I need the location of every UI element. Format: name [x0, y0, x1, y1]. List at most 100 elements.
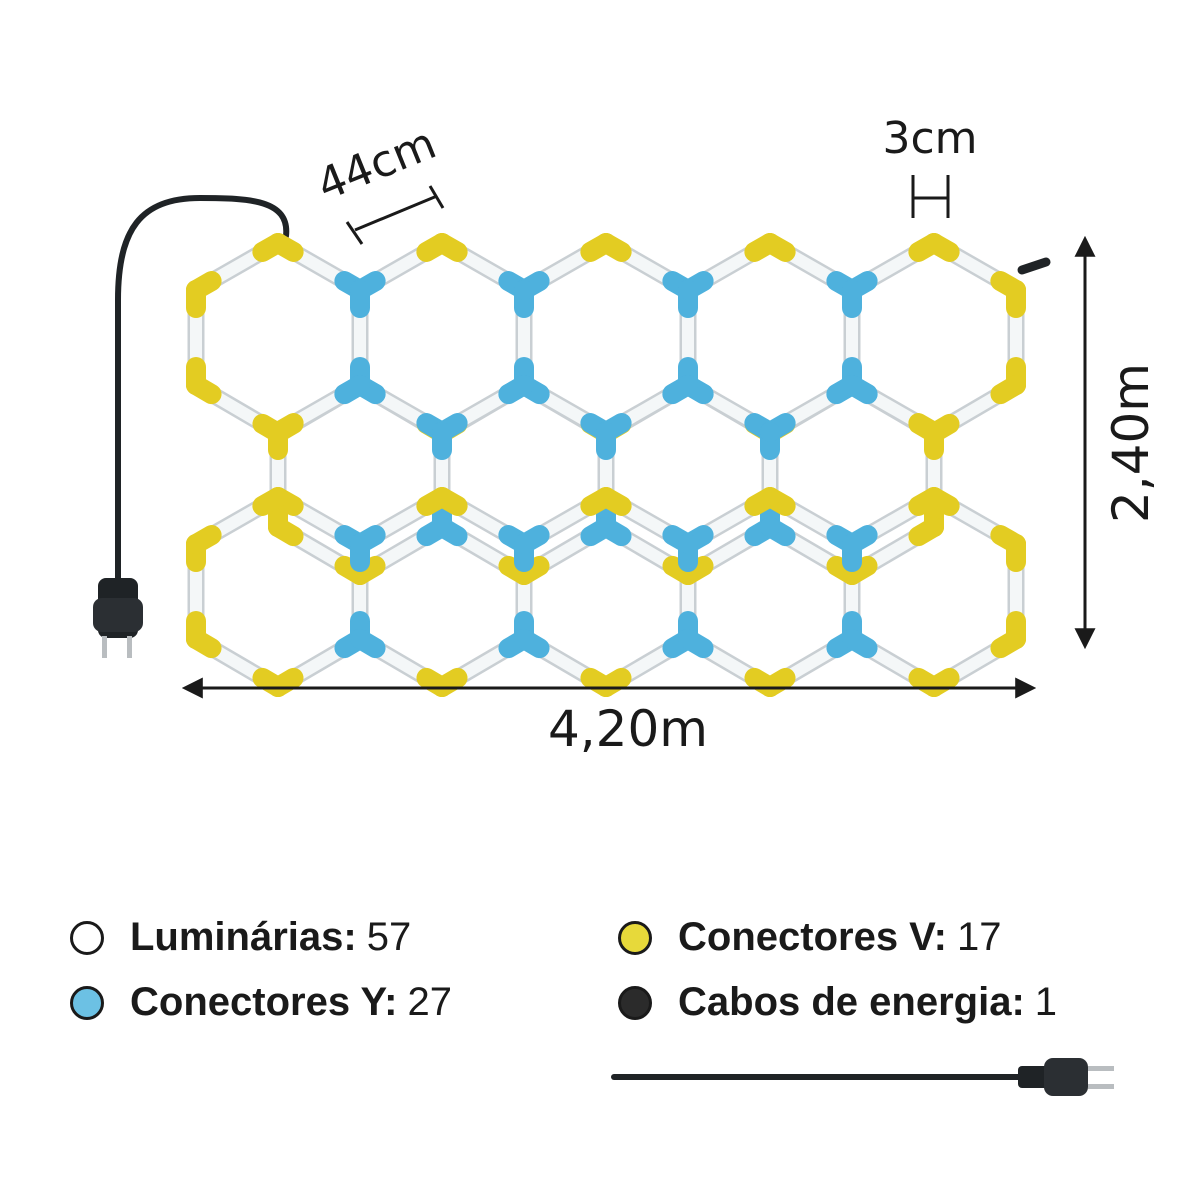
v-connector — [744, 487, 796, 516]
v-connector — [908, 413, 944, 460]
v-connector — [186, 611, 222, 659]
legend-label: Luminárias: — [130, 915, 357, 959]
connector-hub — [350, 375, 370, 395]
connector-hub — [268, 517, 288, 537]
plug-pin — [102, 636, 107, 658]
y-connector — [416, 499, 468, 547]
connector-hub — [268, 233, 288, 253]
power-stub-right — [1017, 257, 1051, 275]
y-connector — [498, 611, 550, 659]
legend-value: 1 — [1034, 980, 1058, 1024]
connector-hub — [760, 517, 780, 537]
connector-hub — [678, 280, 698, 300]
v-connector — [990, 611, 1026, 659]
legend-label: Conectores V: — [678, 915, 947, 959]
power-cable-left — [93, 194, 290, 658]
connector-hub — [842, 280, 862, 300]
y-connector — [662, 357, 714, 405]
connector-hub — [1006, 534, 1026, 554]
connector-hub — [678, 629, 698, 649]
v-connector — [268, 499, 304, 547]
v-connector — [580, 233, 632, 262]
y-connector — [826, 357, 878, 405]
legend-item-cabos: Cabos de energia: 1 — [618, 980, 1057, 1025]
v-connector — [744, 233, 796, 262]
cable-wire — [115, 194, 290, 588]
dimension-3cm: 3cm — [882, 113, 978, 218]
connector-hub — [678, 375, 698, 395]
legend-power-cable — [611, 1058, 1114, 1096]
v-connector — [990, 525, 1026, 572]
v-connector — [908, 487, 960, 516]
y-connector — [662, 271, 714, 318]
v-connector — [252, 233, 304, 262]
y-connector — [416, 413, 468, 460]
legend-item-conectores-v: Conectores V: 17 — [618, 915, 1001, 960]
connector-hub — [350, 534, 370, 554]
y-connector — [826, 611, 878, 659]
v-connector — [416, 487, 468, 516]
y-connector — [580, 499, 632, 547]
plug-pin — [1088, 1066, 1114, 1071]
plug-grip — [1044, 1058, 1088, 1096]
v-connector — [908, 233, 960, 262]
connector-hub — [1006, 280, 1026, 300]
y-connector — [334, 271, 386, 318]
connector-hub — [186, 534, 206, 554]
connector-hub — [924, 517, 944, 537]
connector-hub — [596, 233, 616, 253]
connector-hub — [596, 517, 616, 537]
legend-label: Conectores Y: — [130, 980, 398, 1024]
connector-hub — [1006, 629, 1026, 649]
connector-hub — [596, 422, 616, 442]
v-connector — [186, 525, 222, 572]
y-connector — [662, 525, 714, 572]
connector-hub — [186, 375, 206, 395]
connector-hub — [760, 233, 780, 253]
y-connector — [498, 525, 550, 572]
y-connector — [826, 525, 878, 572]
height-label: 2,40m — [1102, 363, 1160, 523]
dimension-44cm: 44cm — [310, 118, 445, 245]
legend-value: 57 — [366, 915, 412, 959]
dimension-width: 4,20m — [181, 677, 1037, 758]
black-dot-icon — [618, 985, 652, 1020]
connector-hub — [842, 629, 862, 649]
connector-hub — [514, 534, 534, 554]
v-connector — [580, 487, 632, 516]
y-connector — [662, 611, 714, 659]
tube-length-label: 44cm — [310, 118, 443, 211]
white-dot-icon — [70, 920, 104, 955]
connector-hub — [514, 375, 534, 395]
connector-hub — [514, 280, 534, 300]
connector-hub — [350, 280, 370, 300]
yellow-dot-icon — [618, 920, 652, 955]
y-connector — [744, 499, 796, 547]
dimension-height: 2,40m — [1074, 235, 1160, 650]
v-connector — [990, 357, 1026, 405]
y-connector — [334, 525, 386, 572]
connector-hub — [924, 422, 944, 442]
v-connector — [268, 413, 304, 460]
v-connector — [186, 271, 222, 318]
connector-hub — [432, 517, 452, 537]
y-connector — [498, 271, 550, 318]
connector-hub — [842, 375, 862, 395]
connector-hub — [760, 487, 780, 507]
width-label: 4,20m — [548, 700, 708, 758]
connector-hub — [350, 629, 370, 649]
connector-hub — [514, 629, 534, 649]
plug-pin — [127, 636, 132, 658]
legend-label: Cabos de energia: — [678, 980, 1025, 1024]
legend-value: 27 — [407, 980, 452, 1024]
blue-dot-icon — [70, 985, 104, 1020]
connector-hub — [432, 487, 452, 507]
connector-hub — [186, 629, 206, 649]
connector-hub — [432, 422, 452, 442]
hexagon-tubes — [187, 234, 1025, 696]
legend-value: 17 — [956, 915, 1002, 959]
connector-hub — [1006, 375, 1026, 395]
y-connector — [580, 413, 632, 460]
v-connector — [186, 357, 222, 405]
